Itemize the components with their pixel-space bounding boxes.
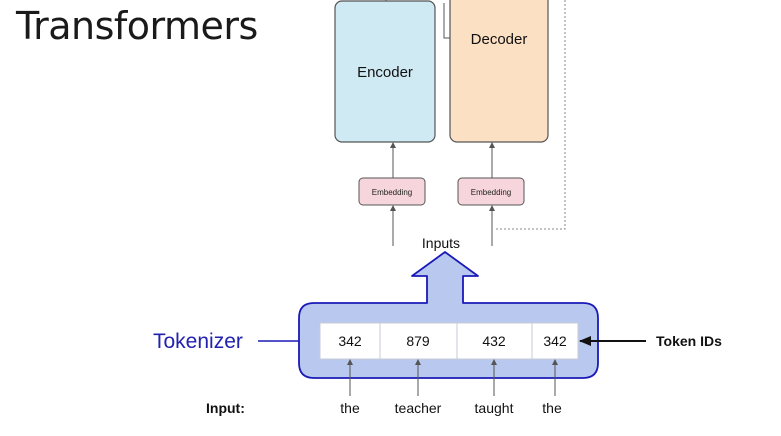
- decoder-block: Decoder: [449, 0, 549, 143]
- page-title: Transformers: [16, 4, 258, 48]
- decoder-embedding-label: Embedding: [471, 188, 511, 197]
- decoder-box: [449, 0, 549, 143]
- encoder-label: Encoder: [357, 64, 413, 81]
- input-row-label: Input:: [206, 400, 245, 416]
- decoder-feedback-dotted-line: [496, 0, 566, 230]
- inputs-label: Inputs: [422, 235, 460, 251]
- token-id: 432: [482, 333, 506, 349]
- decoder-label: Decoder: [471, 31, 528, 48]
- token-id: 342: [338, 333, 362, 349]
- encoder-block: Encoder: [334, 0, 436, 143]
- tokenizer-label: Tokenizer: [153, 330, 243, 353]
- input-word: the: [542, 400, 562, 416]
- token-id: 342: [543, 333, 567, 349]
- encoder-decoder-link: [443, 3, 451, 39]
- encoder-embedding-label: Embedding: [372, 188, 412, 197]
- input-word: taught: [475, 400, 514, 416]
- decoder-embedding: Embedding: [457, 177, 525, 206]
- input-word: the: [340, 400, 360, 416]
- input-word: teacher: [395, 400, 442, 416]
- token-ids-label: Token IDs: [656, 333, 722, 349]
- token-id-row: 342 879 432 342: [319, 322, 579, 360]
- token-id-frame: [319, 322, 579, 360]
- token-id: 879: [406, 333, 430, 349]
- encoder-box: [334, 0, 436, 143]
- encoder-embedding: Embedding: [358, 177, 426, 206]
